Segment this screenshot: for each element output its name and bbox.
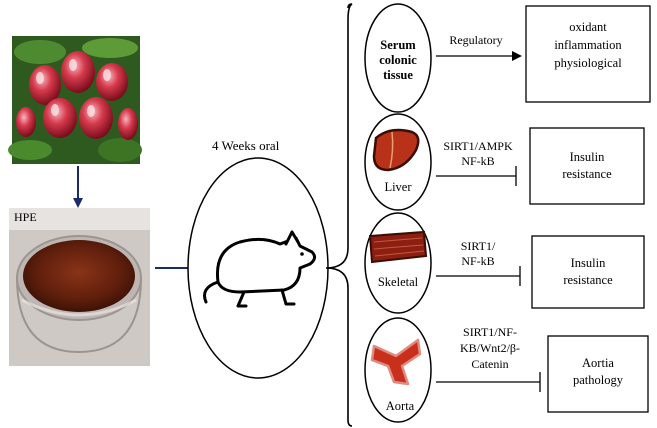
- pathway-label-skeletal-line2: NF-kB: [461, 254, 494, 268]
- effect-serum-line3: physiological: [554, 56, 622, 70]
- powder-photo: [9, 208, 150, 366]
- organ-label-aorta: Aorta: [386, 399, 415, 413]
- rat-icon: [203, 230, 317, 308]
- aorta-icon: [370, 338, 422, 386]
- effect-box-aorta: [547, 335, 649, 413]
- pathway-label-aorta-line3: Catenin: [471, 357, 508, 371]
- effect-aorta-line1: Aortia: [582, 356, 614, 370]
- extract-label: HPE: [14, 210, 37, 224]
- effect-serum-line1: oxidant: [569, 20, 607, 34]
- organ-label-skeletal: Skeletal: [378, 275, 419, 289]
- effect-serum-line2: inflammation: [554, 38, 622, 52]
- organ-label-serum-line3: tissue: [383, 68, 413, 82]
- organ-label-serum-line1: Serum: [380, 38, 416, 52]
- effect-box-liver: [529, 127, 645, 205]
- effect-aorta-line2: pathology: [573, 373, 624, 387]
- effect-skeletal-line2: resistance: [563, 273, 613, 287]
- organ-label-serum-line2: colonic: [379, 53, 417, 67]
- pathway-label-liver-line2: NF-kB: [461, 154, 494, 168]
- skeletal-muscle-icon: [368, 230, 428, 264]
- effect-box-skeletal: [531, 235, 645, 309]
- effect-liver-line2: resistance: [562, 167, 612, 181]
- organ-ellipse-serum: [364, 3, 432, 113]
- effect-skeletal-line1: Insulin: [571, 256, 606, 270]
- pathway-label-aorta-line2: KB/Wnt2/β-: [460, 341, 520, 355]
- pathway-label-serum: Regulatory: [449, 33, 502, 47]
- duration-label: 4 Weeks oral: [212, 138, 280, 153]
- pathway-label-liver-line1: SIRT1/AMPK: [443, 139, 513, 153]
- pathway-label-aorta-line1: SIRT1/NF-: [463, 325, 517, 339]
- pathway-label-skeletal-line1: SIRT1/: [461, 239, 496, 253]
- organ-ellipse-skeletal: [364, 212, 432, 314]
- liver-icon: [372, 128, 420, 172]
- branch-brace: [325, 3, 353, 427]
- effect-box-serum: [525, 5, 651, 103]
- effect-liver-line1: Insulin: [570, 150, 605, 164]
- organ-label-liver: Liver: [384, 180, 412, 194]
- fruit-photo: [8, 36, 142, 164]
